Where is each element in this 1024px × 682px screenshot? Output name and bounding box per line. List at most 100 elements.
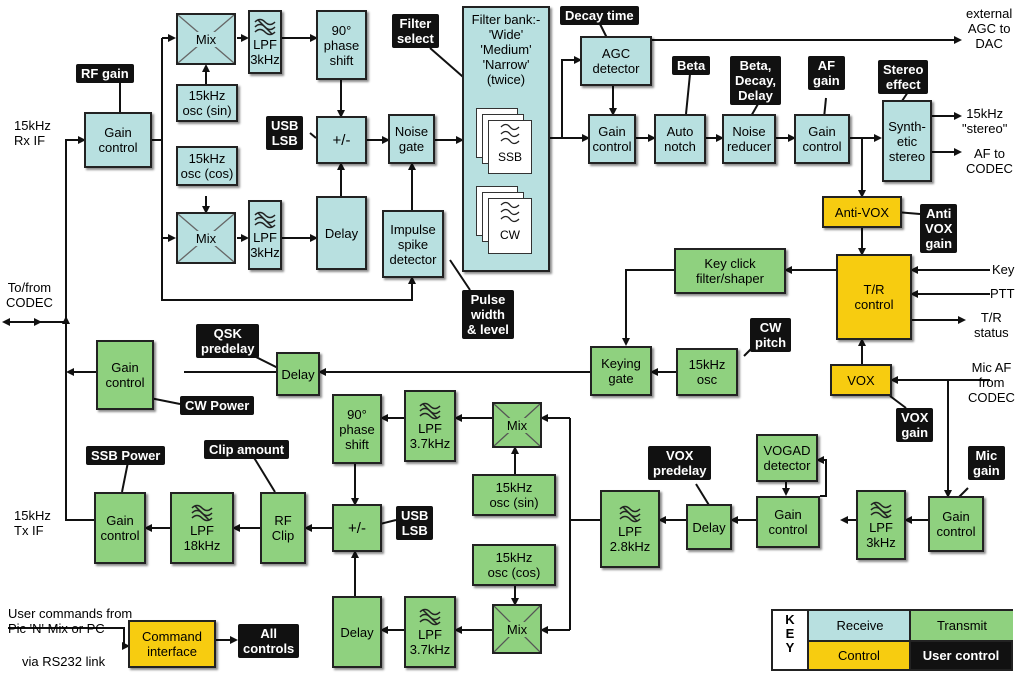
label-all-controls: All controls xyxy=(238,624,300,658)
osc-sin-tx: 15kHz osc (sin) xyxy=(472,474,556,516)
mix-rx-top: Mix xyxy=(176,13,236,65)
lpf-tx-top-label: LPF 3.7kHz xyxy=(409,420,451,451)
auto-notch: Auto notch xyxy=(654,114,706,164)
vox-label: VOX xyxy=(847,372,875,388)
filter-bank-label: Filter bank:- 'Wide' 'Medium' 'Narrow' (… xyxy=(471,12,541,87)
lpf-tx-top: LPF 3.7kHz xyxy=(404,390,456,462)
text-af-out: AF to CODEC xyxy=(966,146,1013,176)
phase-shift-tx: 90° phase shift xyxy=(332,394,382,464)
command-interface-label: Command interface xyxy=(142,629,202,659)
filter-cw-label: CW xyxy=(500,228,520,242)
label-clip-amount: Clip amount xyxy=(204,440,290,459)
noise-gate: Noise gate xyxy=(388,114,435,164)
synthetic-stereo-label: Synth- etic stereo xyxy=(888,118,926,164)
lowpass-filter-icon xyxy=(419,608,441,625)
add-sub-tx: +/- xyxy=(332,504,382,552)
tr-control: T/R control xyxy=(836,254,912,340)
agc-detector-label: AGC detector xyxy=(592,46,640,76)
lowpass-filter-icon xyxy=(191,504,213,521)
lowpass-filter-icon xyxy=(419,402,441,419)
command-interface: Command interface xyxy=(128,620,216,668)
label-rf-gain: RF gain xyxy=(76,64,134,83)
legend-receive: Receive xyxy=(807,611,911,640)
filter-wave-icon xyxy=(500,201,520,223)
text-user-commands: User commands from Pic 'N' Mix or PC xyxy=(8,606,133,636)
label-cw-pitch: CW pitch xyxy=(750,318,792,352)
text-ptt-in: PTT xyxy=(990,286,1015,301)
label-mic-gain: Mic gain xyxy=(968,446,1005,480)
legend-user-control: User control xyxy=(909,640,1011,669)
filter-ssb: SSB xyxy=(488,120,532,174)
phase-shift-tx-label: 90° phase shift xyxy=(339,406,375,452)
gain-control-agc-label: Gain control xyxy=(592,124,632,154)
anti-vox-label: Anti-VOX xyxy=(834,204,890,220)
vox-delay-label: Delay xyxy=(692,519,726,535)
filter-wave-icon xyxy=(500,123,520,145)
text-codec: To/from CODEC xyxy=(6,280,53,310)
mix-tx-bottom-label: Mix xyxy=(503,622,531,637)
mix-tx-top-label: Mix xyxy=(503,418,531,433)
vogad-detector: VOGAD detector xyxy=(756,434,818,482)
qsk-delay-label: Delay xyxy=(281,366,315,382)
lpf-tx-bottom-label: LPF 3.7kHz xyxy=(409,626,451,657)
mix-tx-bottom: Mix xyxy=(492,604,542,654)
legend: K E Y Receive Transmit Control User cont… xyxy=(771,609,1013,671)
cw-osc-label: 15kHz osc xyxy=(688,357,726,387)
keying-gate: Keying gate xyxy=(590,346,652,396)
anti-vox: Anti-VOX xyxy=(822,196,902,228)
qsk-delay: Delay xyxy=(276,352,320,396)
gain-control-vogad-label: Gain control xyxy=(768,507,808,537)
gain-control-ssb: Gain control xyxy=(94,492,146,564)
label-pulse-width: Pulse width & level xyxy=(462,290,514,339)
label-filter-select: Filter select xyxy=(392,14,439,48)
mix-rx-top-label: Mix xyxy=(191,32,221,47)
gain-control-mic: Gain control xyxy=(928,496,984,552)
filter-cw: CW xyxy=(488,198,532,254)
gain-control-rf: Gain control xyxy=(84,112,152,168)
osc-cos-rx: 15kHz osc (cos) xyxy=(176,146,238,186)
text-rx-if: 15kHz Rx IF xyxy=(14,118,51,148)
gain-control-af: Gain control xyxy=(794,114,850,164)
delay-tx: Delay xyxy=(332,596,382,668)
noise-reducer-label: Noise reducer xyxy=(726,124,772,154)
auto-notch-label: Auto notch xyxy=(664,124,696,154)
legend-title: K E Y xyxy=(773,611,807,669)
label-usb-lsb-rx: USB LSB xyxy=(266,116,304,150)
key-click-filter: Key click filter/shaper xyxy=(674,248,786,294)
noise-reducer: Noise reducer xyxy=(722,114,776,164)
label-stereo-effect: Stereo effect xyxy=(878,60,929,94)
label-qsk-predelay: QSK predelay xyxy=(196,324,260,358)
text-tr-status: T/R status xyxy=(974,310,1009,340)
label-vox-gain: VOX gain xyxy=(896,408,934,442)
lowpass-filter-icon xyxy=(870,501,892,518)
impulse-detector: Impulse spike detector xyxy=(382,210,444,278)
osc-sin-rx-label: 15kHz osc (sin) xyxy=(182,88,232,118)
lpf-2-8khz-label: LPF 2.8kHz xyxy=(609,523,651,554)
gain-control-mic-label: Gain control xyxy=(936,509,976,539)
gain-control-agc: Gain control xyxy=(588,114,636,164)
gain-control-cw-label: Gain control xyxy=(105,360,145,390)
lpf-18khz: LPF 18kHz xyxy=(170,492,234,564)
filter-ssb-label: SSB xyxy=(497,150,522,164)
lpf-rx-top: LPF 3kHz xyxy=(248,10,282,74)
gain-control-ssb-label: Gain control xyxy=(100,513,140,543)
lpf-rx-bottom: LPF 3kHz xyxy=(248,200,282,270)
key-click-filter-label: Key click filter/shaper xyxy=(696,256,764,286)
add-sub-rx: +/- xyxy=(316,116,367,164)
label-beta-decay-delay: Beta, Decay, Delay xyxy=(730,56,781,105)
osc-sin-rx: 15kHz osc (sin) xyxy=(176,84,238,122)
phase-shift-rx-label: 90° phase shift xyxy=(323,22,360,68)
keying-gate-label: Keying gate xyxy=(601,356,641,386)
legend-transmit: Transmit xyxy=(909,611,1013,640)
label-ssb-power: SSB Power xyxy=(86,446,166,465)
label-cw-power: CW Power xyxy=(180,396,255,415)
delay-rx-label: Delay xyxy=(324,225,359,241)
phase-shift-rx: 90° phase shift xyxy=(316,10,367,80)
impulse-detector-label: Impulse spike detector xyxy=(389,221,437,267)
text-external-agc: external AGC to DAC xyxy=(966,6,1013,51)
lowpass-filter-icon xyxy=(619,505,641,522)
label-beta: Beta xyxy=(672,56,711,75)
vogad-detector-label: VOGAD detector xyxy=(763,443,811,473)
